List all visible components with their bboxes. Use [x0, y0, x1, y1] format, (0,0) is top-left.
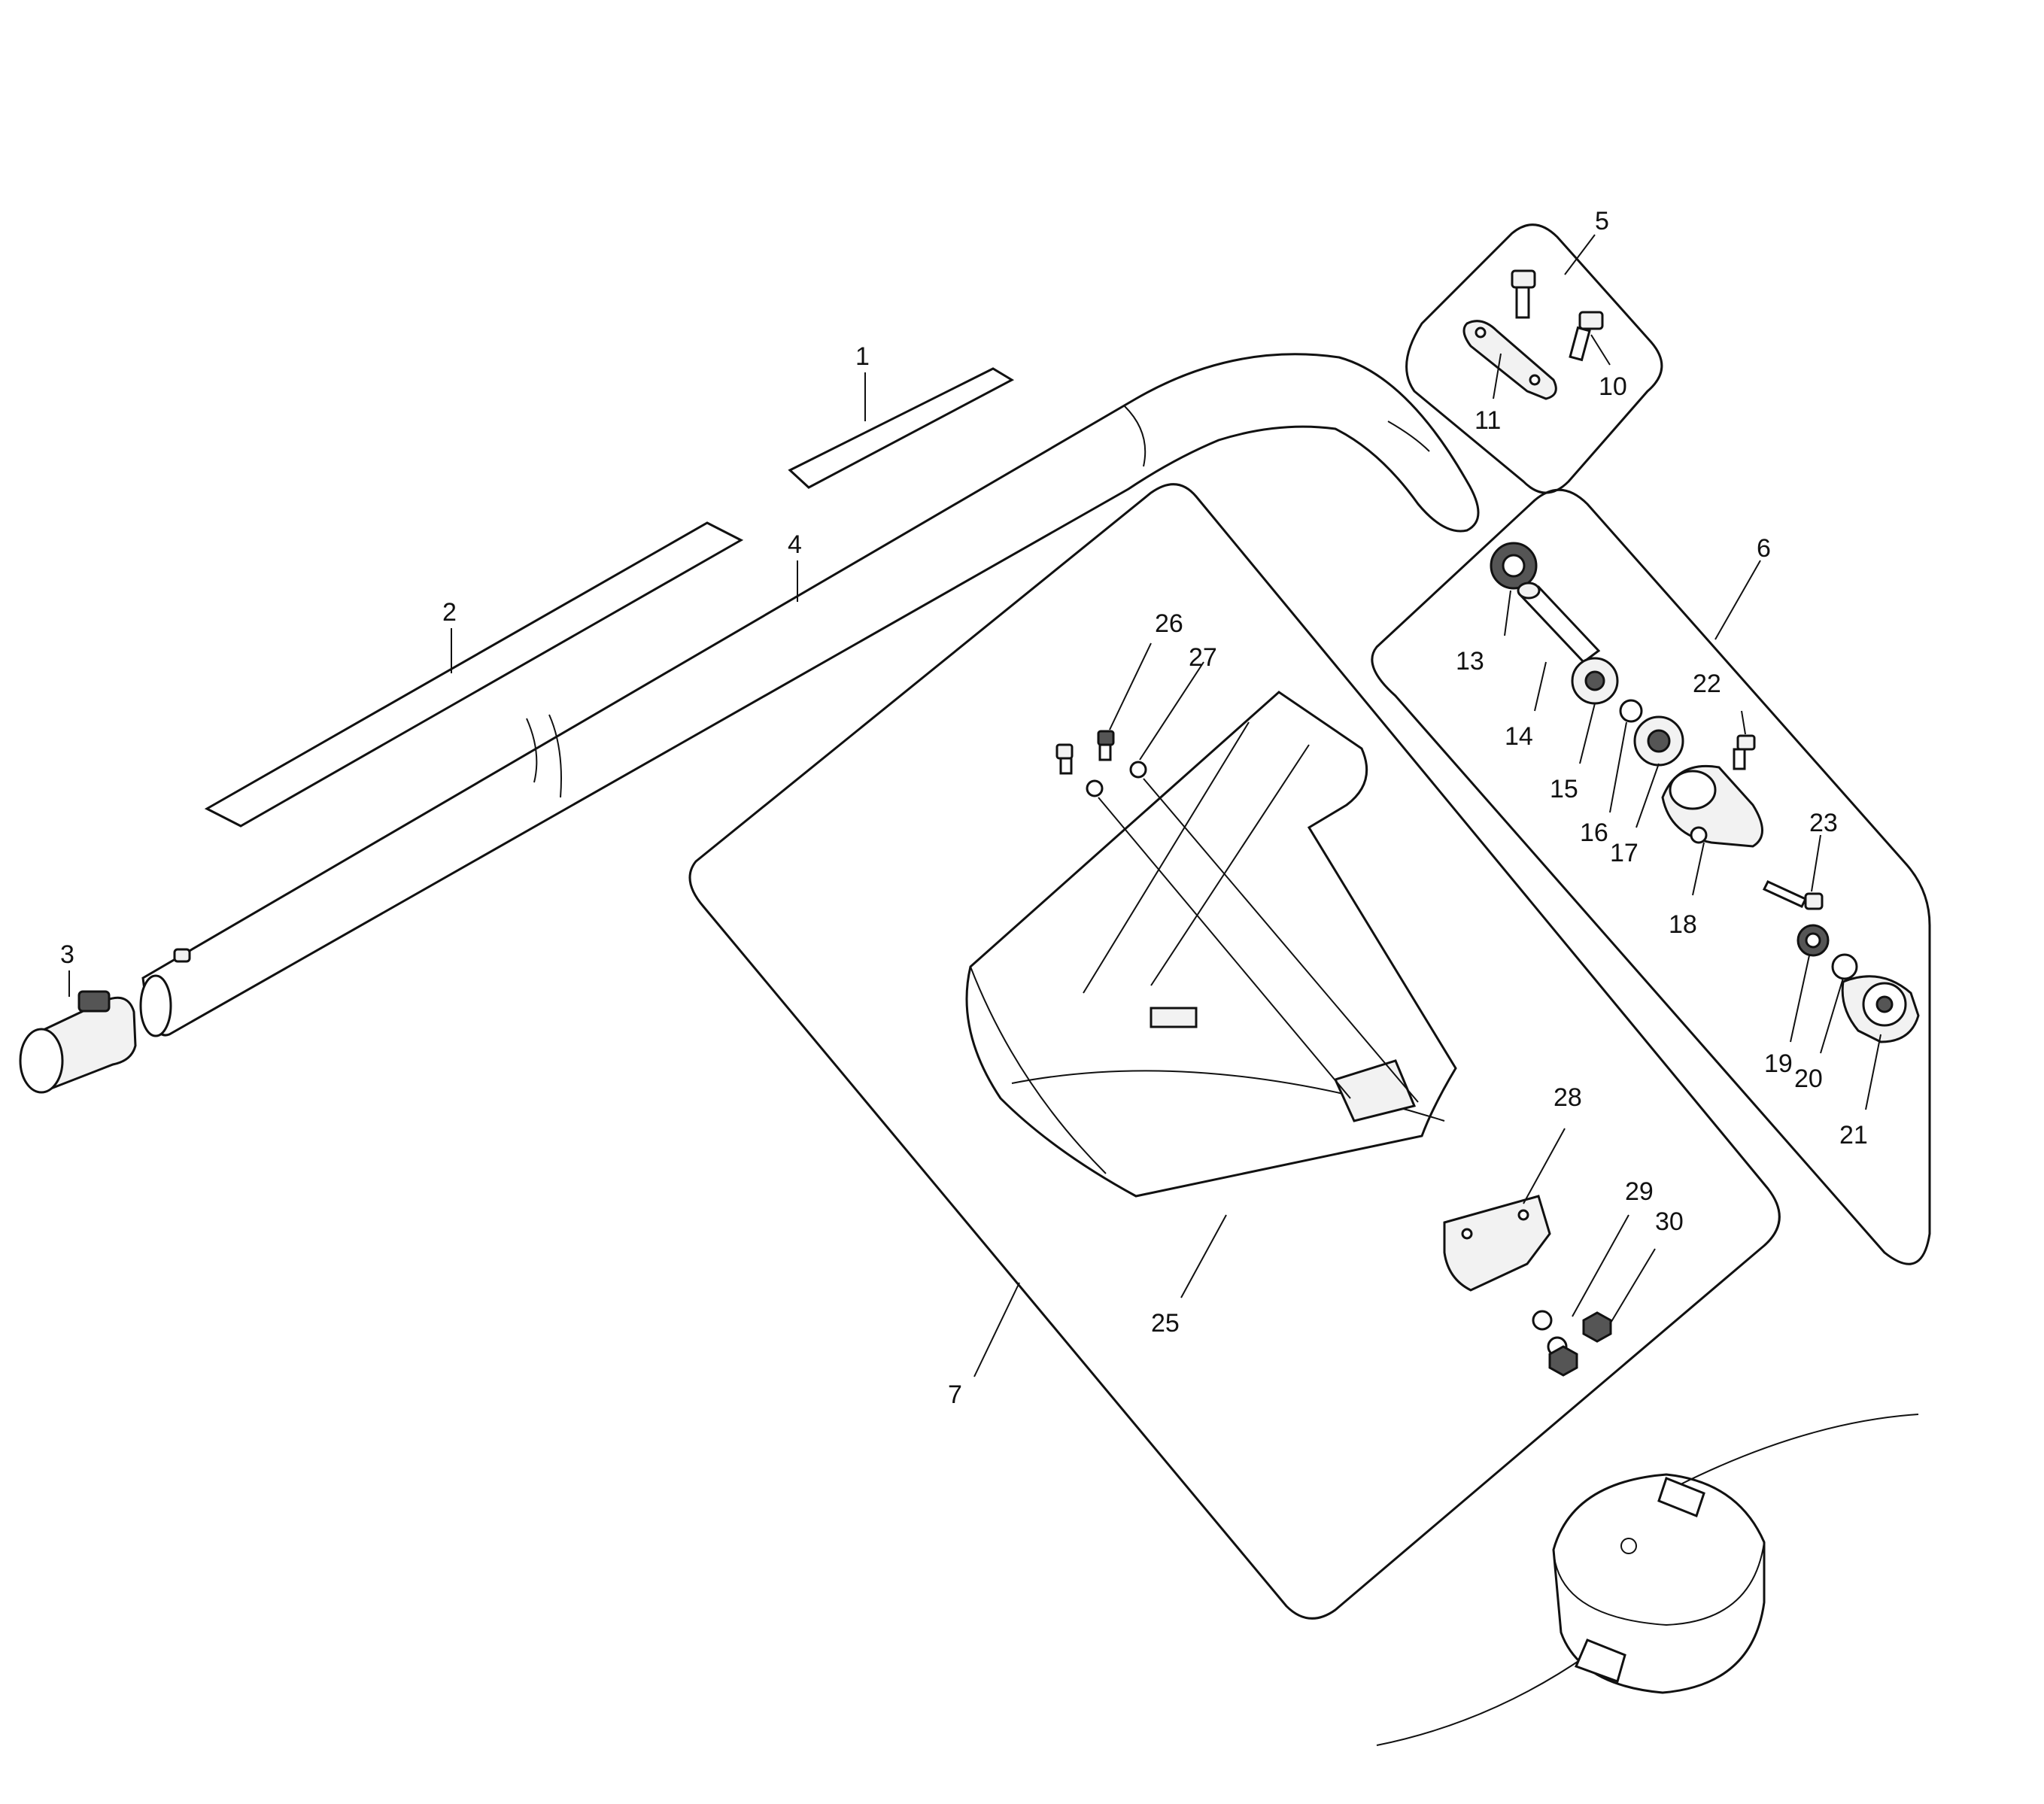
group-frame-5: [1405, 223, 1663, 494]
guard-25: [965, 691, 1457, 1198]
washer-19: [1796, 924, 1830, 957]
end-cap-3: [19, 990, 137, 1094]
callout-13: 13: [1456, 647, 1484, 676]
alignment-line-a: [1098, 797, 1351, 1099]
shaft-tube-4: [141, 353, 1480, 1037]
callout-19: 19: [1764, 1049, 1793, 1078]
label-strip-1: [788, 367, 1015, 489]
callout-22: 22: [1693, 670, 1721, 698]
callout-7: 7: [948, 1380, 962, 1409]
callout-21: 21: [1839, 1121, 1868, 1150]
shaft-bend-band: [1124, 405, 1430, 467]
label-strip-2: [204, 521, 744, 828]
callout-5: 5: [1595, 207, 1609, 235]
callout-17: 17: [1610, 839, 1639, 867]
washer-29a: [1532, 1310, 1553, 1331]
mounting-plate-11: [1462, 320, 1557, 400]
screw-26b: [1055, 743, 1074, 775]
callout-4: 4: [788, 530, 802, 559]
bearing-15: [1571, 657, 1619, 705]
callout-15: 15: [1550, 775, 1578, 803]
bolt-10a: [1511, 269, 1536, 319]
callout-30: 30: [1655, 1207, 1684, 1236]
callout-2: 2: [442, 598, 457, 627]
screw-22: [1733, 734, 1756, 770]
washer-27: [1129, 761, 1147, 779]
bracket-28: [1443, 1195, 1551, 1292]
callout-18: 18: [1669, 910, 1697, 939]
callout-23: 23: [1809, 809, 1838, 837]
callout-6: 6: [1757, 534, 1771, 563]
shaft-pin-14: [1517, 582, 1601, 664]
shaft-pin: [173, 948, 191, 963]
shaft-break-mark: [526, 714, 562, 798]
callout-1: 1: [855, 342, 870, 371]
callout-28: 28: [1554, 1083, 1582, 1112]
trimmer-head: [1376, 1414, 1919, 1746]
shaft-end-opening: [139, 974, 172, 1037]
callout-26: 26: [1155, 609, 1183, 638]
seal-13: [1490, 542, 1538, 590]
ring-16: [1619, 699, 1643, 723]
bearing-17: [1633, 715, 1684, 767]
bolt-10b: [1569, 311, 1604, 362]
callout-10: 10: [1599, 372, 1627, 401]
leader-lines: [68, 234, 1882, 1377]
group-frame-7: [688, 483, 1781, 1620]
callout-14: 14: [1505, 722, 1533, 751]
washer-27b: [1086, 779, 1104, 797]
callout-25: 25: [1151, 1309, 1180, 1338]
nut-30b: [1582, 1311, 1612, 1343]
callout-20: 20: [1794, 1064, 1823, 1093]
alignment-line-b: [1143, 778, 1419, 1103]
washer-20: [1831, 953, 1858, 980]
callout-11: 11: [1475, 406, 1501, 435]
screw-26: [1097, 730, 1115, 761]
callout-16: 16: [1580, 818, 1608, 847]
callout-29: 29: [1625, 1177, 1654, 1206]
nut-30a: [1548, 1345, 1578, 1377]
cap-21: [1841, 975, 1920, 1043]
gear-housing-18: [1661, 764, 1763, 848]
group-frame-6: [1371, 488, 1931, 1265]
callout-3: 3: [60, 940, 74, 969]
bolt-23: [1762, 880, 1824, 910]
callout-27: 27: [1189, 643, 1217, 672]
